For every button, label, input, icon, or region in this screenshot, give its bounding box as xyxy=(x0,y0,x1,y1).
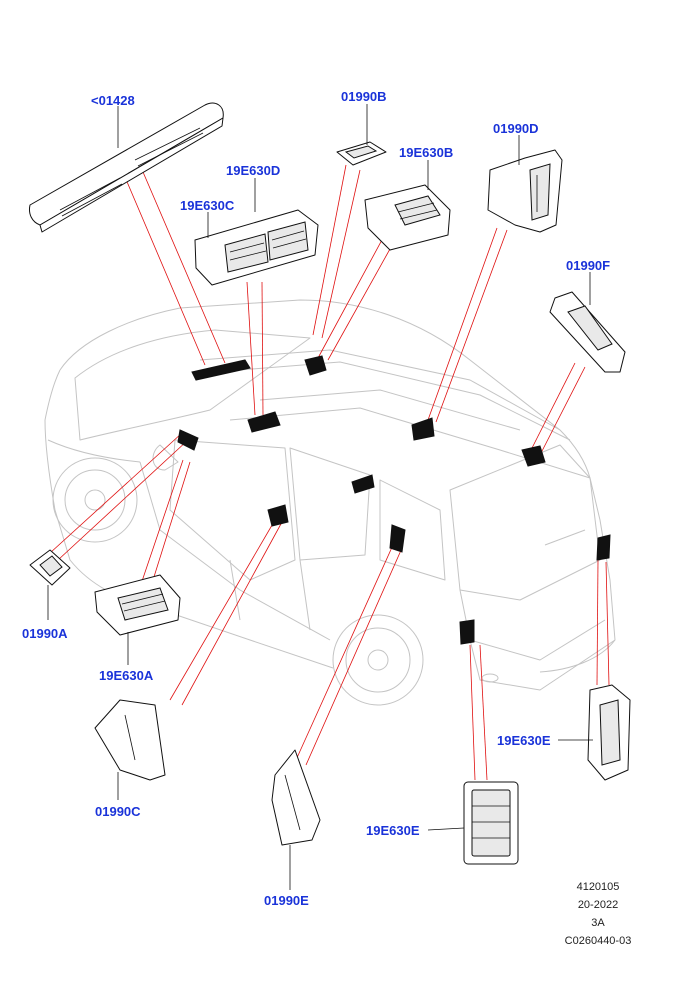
reference-date-range: 20-2022 xyxy=(578,899,618,911)
roof-vent-marker-d xyxy=(247,411,281,433)
roof-vent-marker-center xyxy=(411,417,435,441)
a-pillar-vent-marker xyxy=(177,429,199,451)
callout-01990F: 01990F xyxy=(566,258,610,273)
roof-side-vent-marker xyxy=(351,474,375,494)
part-01990C-duct xyxy=(94,699,166,781)
part-01428-headliner-grille xyxy=(29,102,224,233)
part-01990A-vent xyxy=(29,549,71,586)
part-19E630E-lower-vent xyxy=(463,781,519,865)
part-19E630CD-twin-vent xyxy=(194,209,319,286)
callout-19E630D: 19E630D xyxy=(226,163,280,178)
part-01990D-duct xyxy=(487,149,563,233)
b-pillar-vent-marker xyxy=(267,504,289,527)
headliner-vent-slot xyxy=(191,359,251,381)
callout-19E630E-right: 19E630E xyxy=(497,733,551,748)
reference-illustration-code: C0260440-03 xyxy=(565,935,632,947)
vehicle-outline xyxy=(44,299,616,706)
reference-revision: 3A xyxy=(591,917,605,929)
callout-19E630E-lower: 19E630E xyxy=(366,823,420,838)
callout-leaders xyxy=(47,104,593,890)
part-01990B-bezel xyxy=(336,141,387,166)
roof-vent-marker-f xyxy=(521,445,546,467)
rear-quarter-vent-marker xyxy=(459,619,475,645)
callout-01990D: 01990D xyxy=(493,121,539,136)
part-19E630A-vent xyxy=(94,574,181,636)
c-pillar-vent-marker xyxy=(389,524,406,553)
part-01990F-bezel xyxy=(549,291,626,373)
reference-block: 4120105 20-2022 3A C0260440-03 xyxy=(565,881,632,947)
callout-19E630C: 19E630C xyxy=(180,198,235,213)
part-19E630E-right-vent xyxy=(587,684,631,781)
callout-01990E: 01990E xyxy=(264,893,309,908)
callout-01990C: 01990C xyxy=(95,804,141,819)
roof-vent-marker-b xyxy=(304,355,327,376)
part-19E630B-vent xyxy=(364,184,451,251)
callout-19E630A: 19E630A xyxy=(99,668,154,683)
callout-01428: <01428 xyxy=(91,93,135,108)
rear-pillar-vent-marker xyxy=(596,534,611,561)
reference-number: 4120105 xyxy=(577,881,620,893)
leader-lines xyxy=(49,164,610,781)
callout-19E630B: 19E630B xyxy=(399,145,453,160)
part-01990E-duct xyxy=(271,749,321,846)
callout-01990A: 01990A xyxy=(22,626,68,641)
callout-01990B: 01990B xyxy=(341,89,387,104)
vehicle-vent-markers xyxy=(177,355,611,645)
